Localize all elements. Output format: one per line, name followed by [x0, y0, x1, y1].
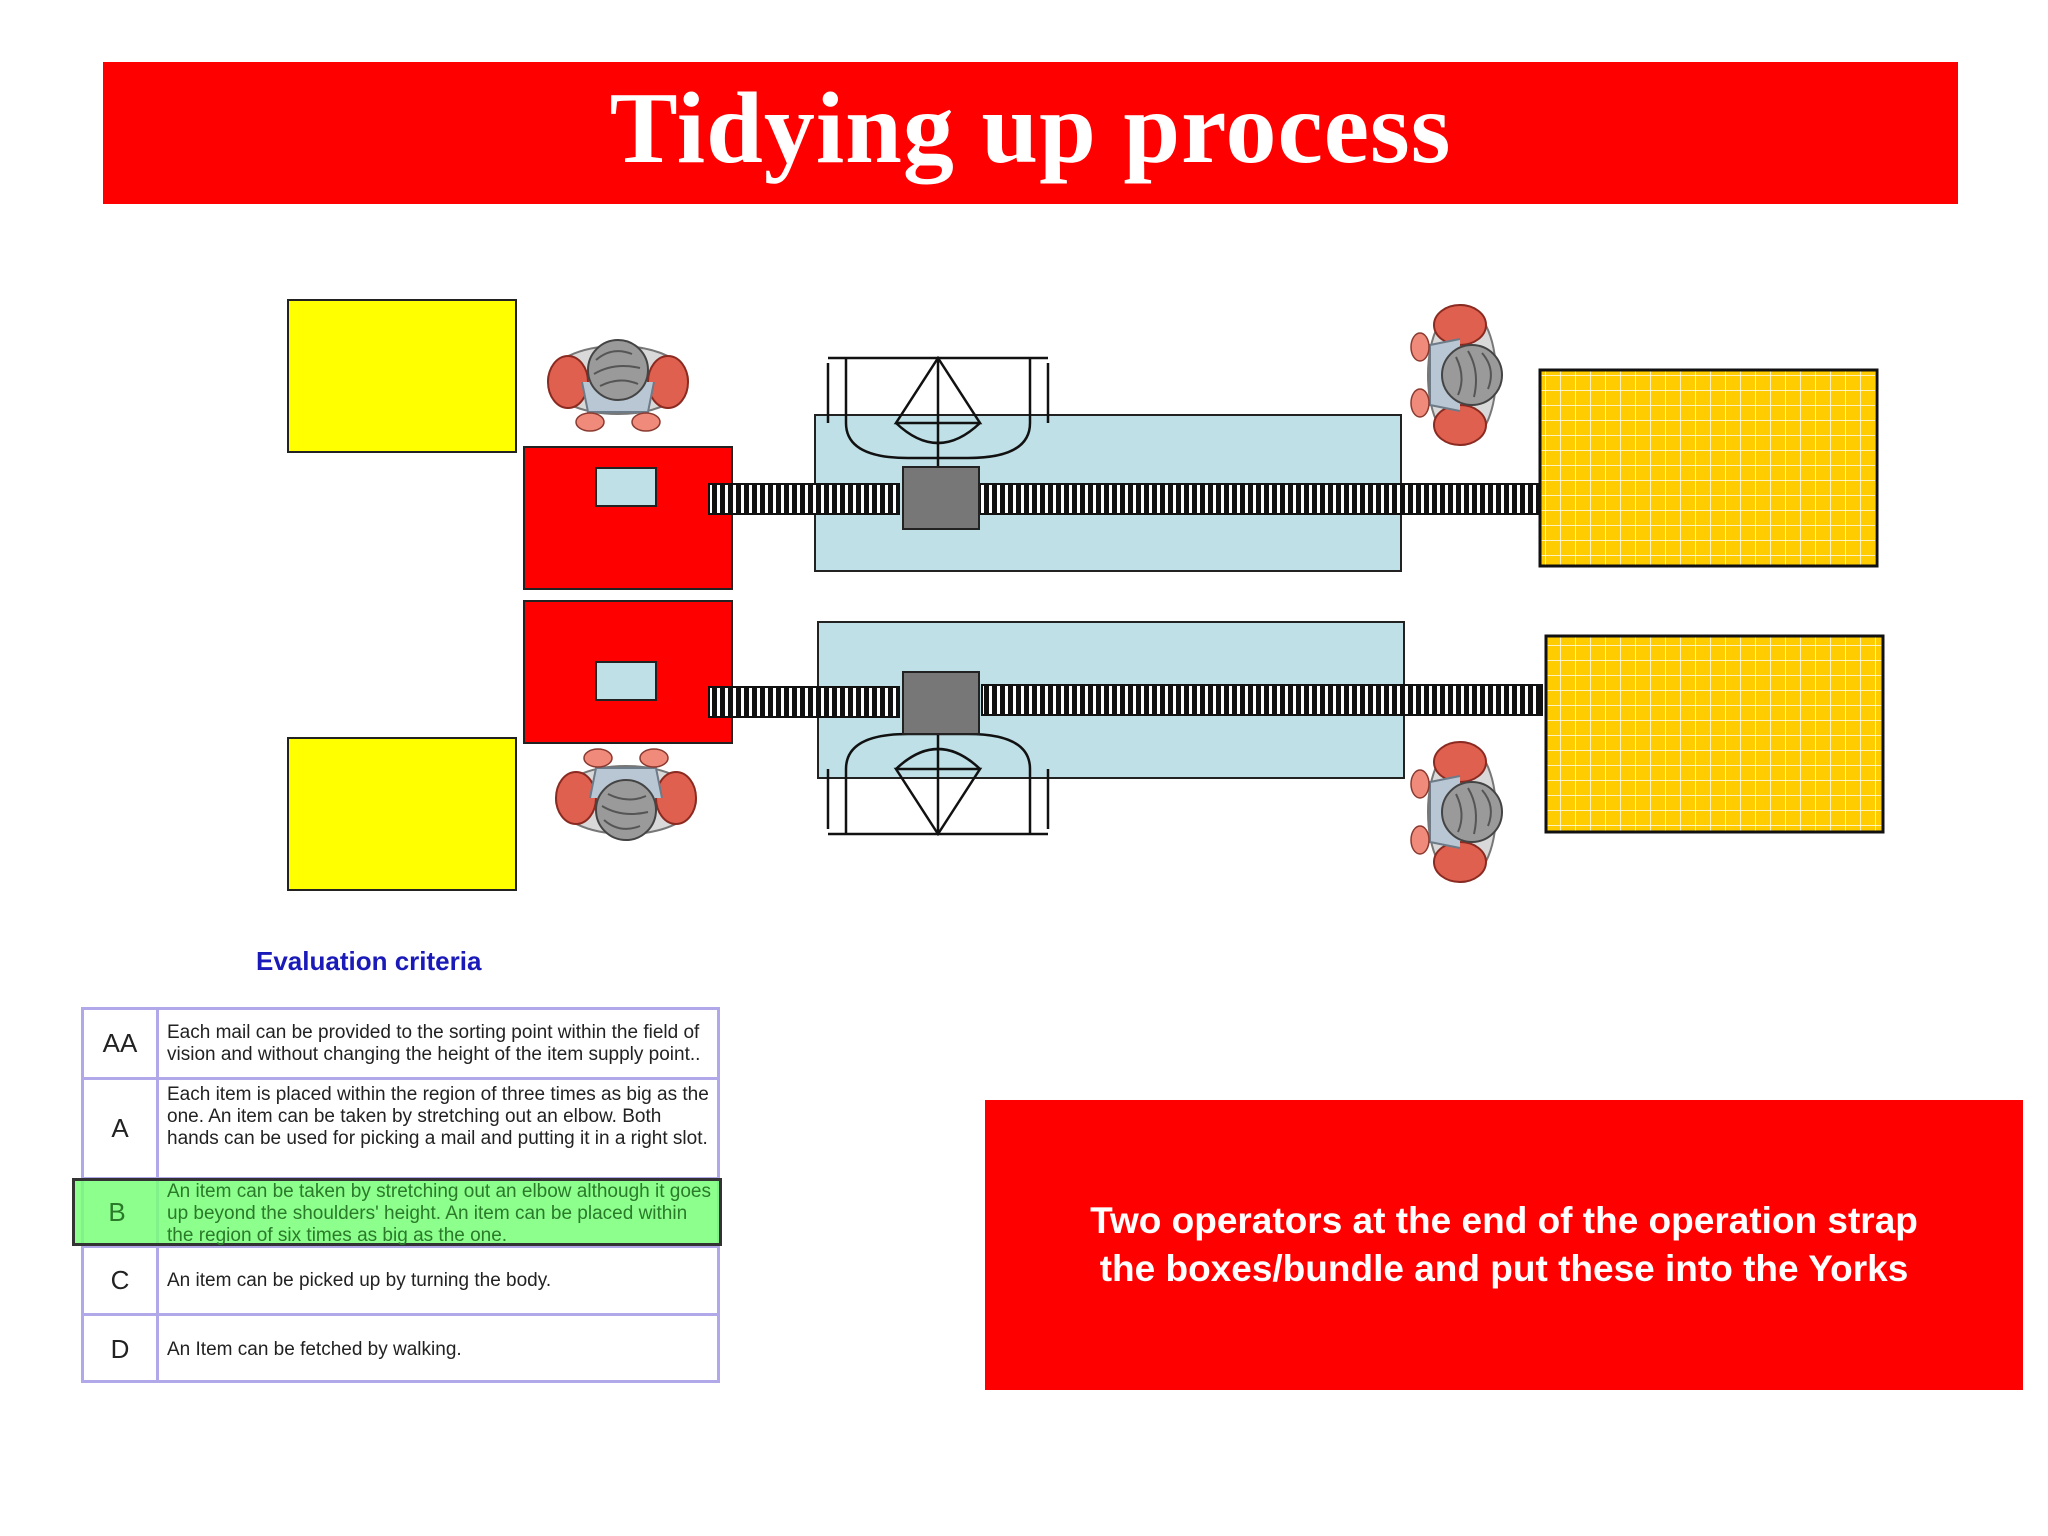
operator-top-left-icon: [547, 339, 689, 432]
station-tray-bottom: [595, 661, 657, 701]
table-row: D An Item can be fetched by walking.: [84, 1316, 717, 1383]
conveyor-belt-bottom-left-icon: [708, 686, 900, 718]
highlighted-row-b: B An item can be taken by stretching out…: [72, 1178, 722, 1246]
page-title: Tidying up process: [609, 72, 1452, 185]
conveyor-belt-top-right-icon: [977, 483, 1541, 515]
grade-label: B: [108, 1196, 126, 1227]
grid-pallet-top: [1538, 368, 1879, 568]
grade-description: An item can be taken by stretching out a…: [167, 1181, 711, 1246]
grade-description: Each mail can be provided to the sorting…: [167, 1021, 701, 1065]
grade-description: An item can be picked up by turning the …: [167, 1269, 552, 1291]
yellow-box-bottom: [287, 737, 517, 891]
conveyor-belt-top-left-icon: [708, 483, 900, 515]
operator-bottom-left-icon: [555, 748, 697, 841]
operator-note-text: Two operators at the end of the operatio…: [1090, 1200, 1918, 1289]
station-tray-top: [595, 467, 657, 507]
yellow-box-top: [287, 299, 517, 453]
table-row: A Each item is placed within the region …: [84, 1080, 717, 1180]
grade-description: An Item can be fetched by walking.: [167, 1338, 462, 1360]
operator-bottom-right-icon: [1410, 741, 1503, 883]
grade-label: A: [84, 1080, 159, 1177]
title-banner: Tidying up process: [103, 62, 1958, 204]
table-row: AA Each mail can be provided to the sort…: [84, 1010, 717, 1080]
table-row: C An item can be picked up by turning th…: [84, 1248, 717, 1316]
evaluation-criteria-heading: Evaluation criteria: [256, 946, 482, 976]
layout-diagram: [287, 299, 1885, 891]
grid-pallet-bottom: [1544, 634, 1885, 834]
gray-box-bottom: [902, 671, 980, 735]
operator-top-right-icon: [1410, 304, 1503, 446]
grade-label: AA: [84, 1010, 159, 1077]
grade-label: C: [84, 1248, 159, 1313]
conveyor-belt-bottom-right-icon: [981, 684, 1543, 716]
gray-box-top: [902, 466, 980, 530]
operator-note-box: Two operators at the end of the operatio…: [985, 1100, 2023, 1390]
grade-label: D: [84, 1316, 159, 1383]
grade-description: Each item is placed within the region of…: [167, 1084, 709, 1149]
